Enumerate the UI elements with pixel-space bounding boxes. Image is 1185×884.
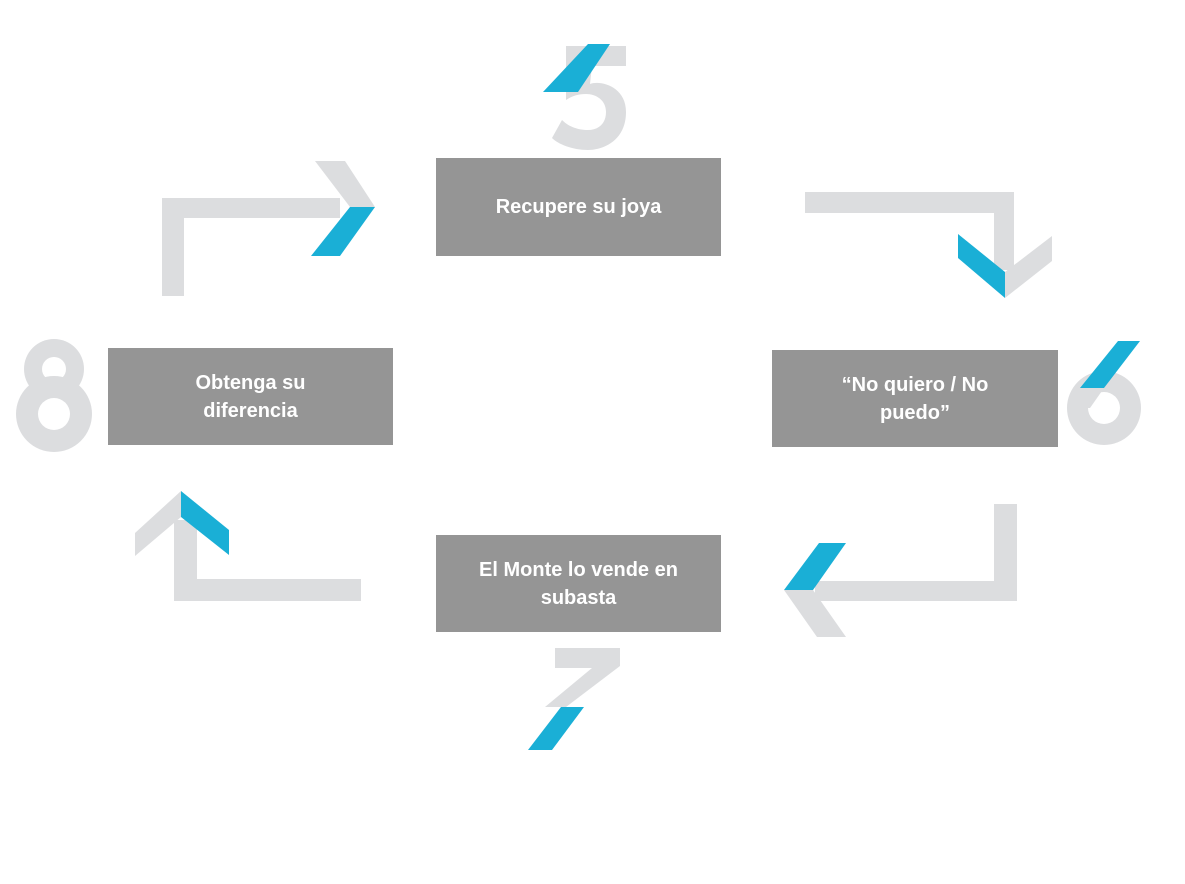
step-box-7: El Monte lo vende en subasta xyxy=(436,535,721,632)
arrow-7-to-8 xyxy=(135,491,361,601)
step-label: Recupere su joya xyxy=(495,196,662,218)
arrow-5-to-6 xyxy=(805,192,1052,298)
step-label: Obtenga su diferencia xyxy=(195,371,306,422)
step-number-7 xyxy=(528,648,620,750)
step-number-5 xyxy=(543,44,626,150)
step-label: El Monte lo vende en subasta xyxy=(479,558,678,609)
step-number-6 xyxy=(1067,341,1141,445)
step-label: “No quiero / No puedo” xyxy=(841,373,989,424)
step-box-6: “No quiero / No puedo” xyxy=(772,350,1058,447)
step-box-5: Recupere su joya xyxy=(436,158,721,256)
arrow-8-to-5 xyxy=(162,161,375,296)
arrow-6-to-7 xyxy=(784,504,1017,637)
step-box-8: Obtenga su diferencia xyxy=(108,348,393,445)
step-number-8 xyxy=(16,339,92,452)
